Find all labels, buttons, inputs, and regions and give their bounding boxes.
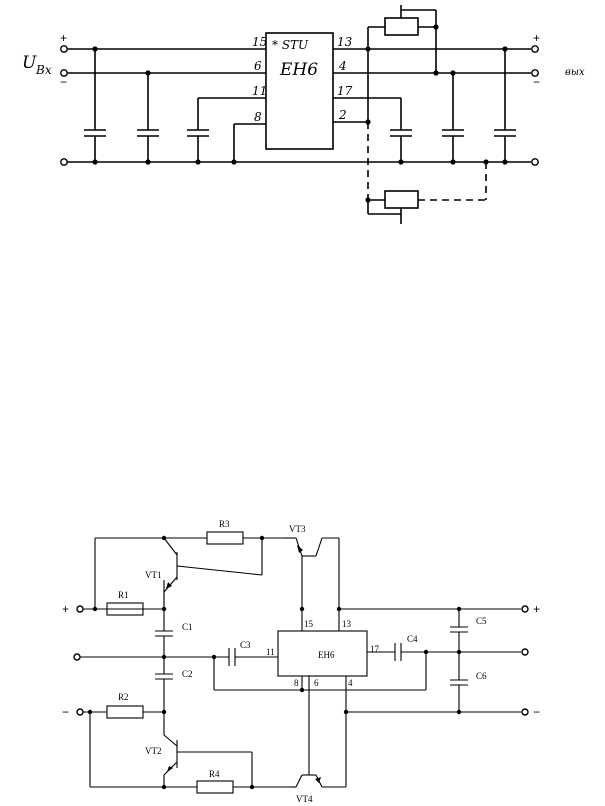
b-pin-17: 17: [370, 644, 380, 654]
c2-label: C2: [182, 669, 193, 679]
alt-trimmer-dashed: [365, 122, 487, 224]
pin-6-label: 6: [254, 59, 262, 73]
b-pin-15: 15: [304, 619, 314, 629]
b-minus-out: −: [533, 705, 540, 719]
top-cap-1: [84, 49, 106, 162]
b-plus-in: +: [62, 602, 69, 616]
c4-label: C4: [407, 634, 418, 644]
vt4-label: VT4: [296, 794, 313, 804]
c5-label: C5: [476, 616, 487, 626]
b-terminal-minus-in: [76, 708, 84, 716]
r4-label: R4: [209, 769, 220, 779]
b-pin-8: 8: [294, 678, 299, 688]
b-pin-11: 11: [266, 647, 275, 657]
ic-label-main: ЕН6: [279, 60, 318, 80]
b-pin-13: 13: [342, 619, 352, 629]
pin-11-label: 11: [252, 84, 267, 98]
c6-label: C6: [476, 671, 487, 681]
c3-label: C3: [240, 640, 251, 650]
ic-label-top: * STU: [272, 38, 309, 52]
top-cap-5: [442, 73, 464, 162]
input-voltage-sub: Вх: [35, 63, 52, 77]
b-plus-out: +: [533, 602, 540, 616]
r1-resistor: [106, 602, 144, 616]
output-voltage-label: вых: [565, 67, 585, 78]
b-terminal-plus-in: [76, 605, 84, 613]
bottom-schematic: + + R1 R3 VT1: [62, 519, 540, 804]
b-minus-in: −: [62, 705, 69, 719]
c1-label: C1: [182, 622, 193, 632]
b-terminal-minus-out: [521, 708, 529, 716]
terminal-in-plus: [60, 45, 68, 53]
r3-label: R3: [219, 519, 230, 529]
b-terminal-common-out: [521, 648, 529, 656]
b-terminal-common-in: [73, 653, 81, 661]
terminal-common-right: [531, 158, 539, 166]
top-cap-4: [390, 129, 412, 162]
vt1-transistor: [163, 537, 263, 609]
out-minus-sign: −: [533, 75, 540, 89]
r2-label: R2: [118, 692, 129, 702]
b-terminal-plus-out: [521, 605, 529, 613]
in-minus-sign: −: [60, 75, 67, 89]
b-ic-body: [277, 630, 368, 677]
pin-13-label: 13: [337, 35, 353, 49]
b-ic-label: ЕН6: [318, 650, 335, 660]
vt2-label: VT2: [145, 746, 162, 756]
terminal-out-minus: [531, 69, 539, 77]
top-cap-2: [137, 73, 159, 162]
vt3-label: VT3: [289, 524, 306, 534]
pin-8-label: 8: [254, 110, 262, 124]
r2-resistor: [106, 705, 144, 719]
r1-label: R1: [118, 590, 129, 600]
b-pin-4: 4: [348, 678, 353, 688]
pin-4-label: 4: [338, 59, 347, 73]
r3-resistor: [206, 531, 244, 545]
vt1-label: VT1: [145, 570, 162, 580]
vt2-transistor: [163, 734, 252, 776]
out-plus-sign: +: [533, 31, 540, 45]
in-plus-sign: +: [60, 31, 67, 45]
pin-2-label: 2: [338, 108, 347, 122]
top-cap-6: [494, 49, 516, 162]
input-voltage-label: U: [22, 53, 37, 73]
terminal-in-minus: [60, 69, 68, 77]
ic-ehb-body: [265, 32, 334, 150]
top-trimmer-potentiometer: [365, 5, 439, 125]
top-schematic: * STU ЕН6 15 6 11 8 13 4 17 2: [22, 5, 585, 224]
b-pin-6: 6: [314, 678, 319, 688]
vt3-transistor: [283, 537, 340, 631]
terminal-out-plus: [531, 45, 539, 53]
terminal-common-left: [60, 158, 68, 166]
vt4-transistor: [290, 774, 347, 788]
top-cap-3: [187, 129, 209, 162]
pin-15-label: 15: [252, 35, 267, 49]
pin-17-label: 17: [337, 84, 353, 98]
r4-resistor: [196, 780, 234, 794]
